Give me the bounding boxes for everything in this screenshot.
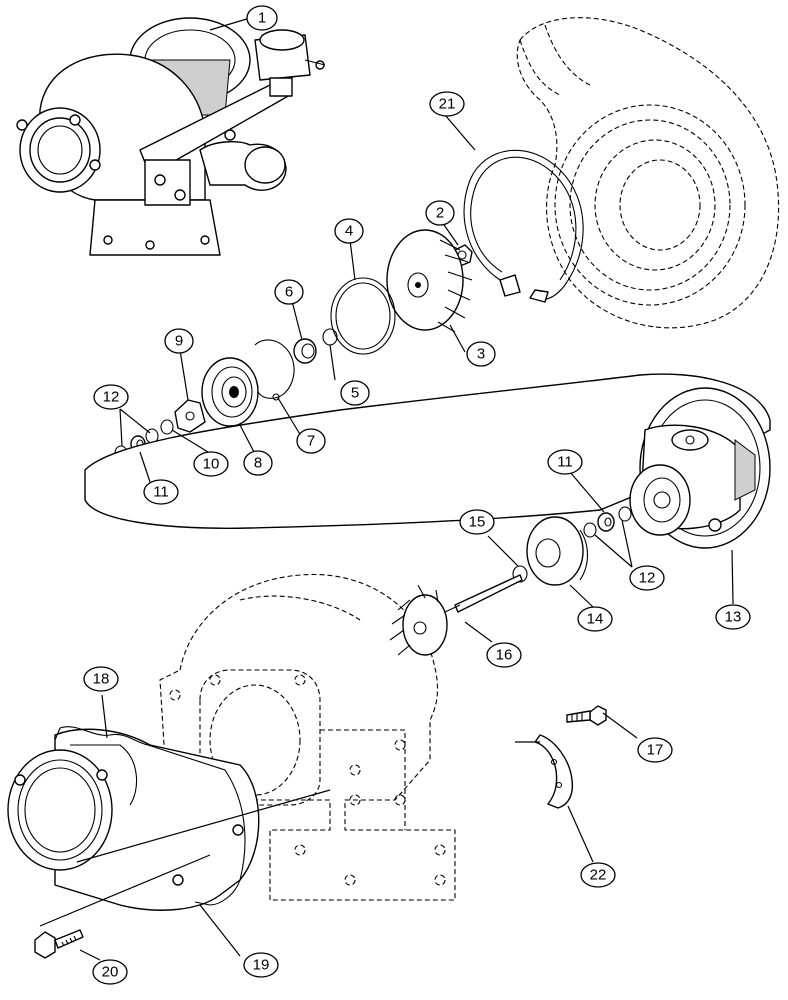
callout-label-11-left: 11 <box>153 484 169 501</box>
callout-label-10: 10 <box>203 456 220 473</box>
callout-11-right: 11 <box>547 449 583 475</box>
callout-label-18: 18 <box>93 671 110 688</box>
bolt-20 <box>34 929 84 959</box>
clamp-segment-22 <box>534 734 574 809</box>
compressor-wheel-3 <box>386 229 473 333</box>
callout-label-8: 8 <box>254 455 262 472</box>
callout-label-6: 6 <box>285 284 293 301</box>
callout-label-12-left: 12 <box>103 389 120 406</box>
callout-label-13: 13 <box>725 609 742 626</box>
ring-5 <box>322 328 338 346</box>
spacer-6 <box>293 338 317 364</box>
piston-ring-15 <box>512 565 528 583</box>
callout-label-15: 15 <box>469 514 486 531</box>
retaining-ring-21 <box>463 149 584 303</box>
callout-9: 9 <box>164 328 194 354</box>
callout-7: 7 <box>296 428 326 454</box>
bolt-17 <box>566 705 607 726</box>
o-ring-4 <box>330 277 396 355</box>
callout-16: 16 <box>486 642 522 668</box>
callout-17: 17 <box>637 737 673 763</box>
turbine-wheel-shaft-16 <box>389 574 523 656</box>
callout-label-11-right: 11 <box>557 454 573 471</box>
callout-label-2: 2 <box>436 205 444 222</box>
callout-12-right: 12 <box>629 565 665 591</box>
washer-10 <box>160 419 174 435</box>
callout-11-left: 11 <box>143 479 179 505</box>
gasket-18 <box>54 726 246 906</box>
callout-4: 4 <box>334 218 364 244</box>
callout-3: 3 <box>466 341 496 367</box>
callout-18: 18 <box>83 666 119 692</box>
callout-label-14: 14 <box>587 611 604 628</box>
callout-label-1: 1 <box>258 10 266 27</box>
exhaust-elbow-19 <box>7 728 260 911</box>
leader-lines <box>39 17 734 961</box>
thrust-plate-9 <box>174 399 206 433</box>
callout-20: 20 <box>92 959 128 985</box>
callout-10: 10 <box>193 451 229 477</box>
bearing-and-rings-right <box>583 506 632 538</box>
callout-label-16: 16 <box>496 647 513 664</box>
callout-1: 1 <box>246 5 278 31</box>
callout-label-17: 17 <box>647 742 664 759</box>
snap-ring-7 <box>254 339 295 401</box>
callouts: 1 2 3 4 5 6 7 8 9 10 11 12 11 12 13 14 1… <box>83 5 751 985</box>
callout-label-21: 21 <box>439 96 456 113</box>
callout-label-9: 9 <box>175 333 183 350</box>
callout-label-19: 19 <box>253 957 270 974</box>
callout-label-5: 5 <box>351 385 359 402</box>
callout-21: 21 <box>429 91 465 117</box>
callout-label-22: 22 <box>590 867 607 884</box>
callout-label-3: 3 <box>477 346 485 363</box>
callout-13: 13 <box>715 604 751 630</box>
callout-5: 5 <box>340 380 370 406</box>
callout-label-20: 20 <box>102 964 119 981</box>
callout-8: 8 <box>243 450 273 476</box>
center-housing-13 <box>84 373 771 549</box>
callout-15: 15 <box>459 509 495 535</box>
callout-6: 6 <box>274 279 304 305</box>
callout-12-left: 12 <box>93 384 129 410</box>
callout-label-12-right: 12 <box>639 570 656 587</box>
bearing-insert-8 <box>201 357 259 427</box>
callout-2: 2 <box>425 200 455 226</box>
compressor-housing-phantom <box>516 17 780 329</box>
callout-14: 14 <box>577 606 613 632</box>
callout-label-4: 4 <box>345 223 353 240</box>
callout-label-7: 7 <box>307 433 315 450</box>
turbocharger-assembly <box>16 17 326 256</box>
heat-shield-14 <box>526 516 589 586</box>
callout-19: 19 <box>243 952 279 978</box>
callout-22: 22 <box>580 862 616 888</box>
